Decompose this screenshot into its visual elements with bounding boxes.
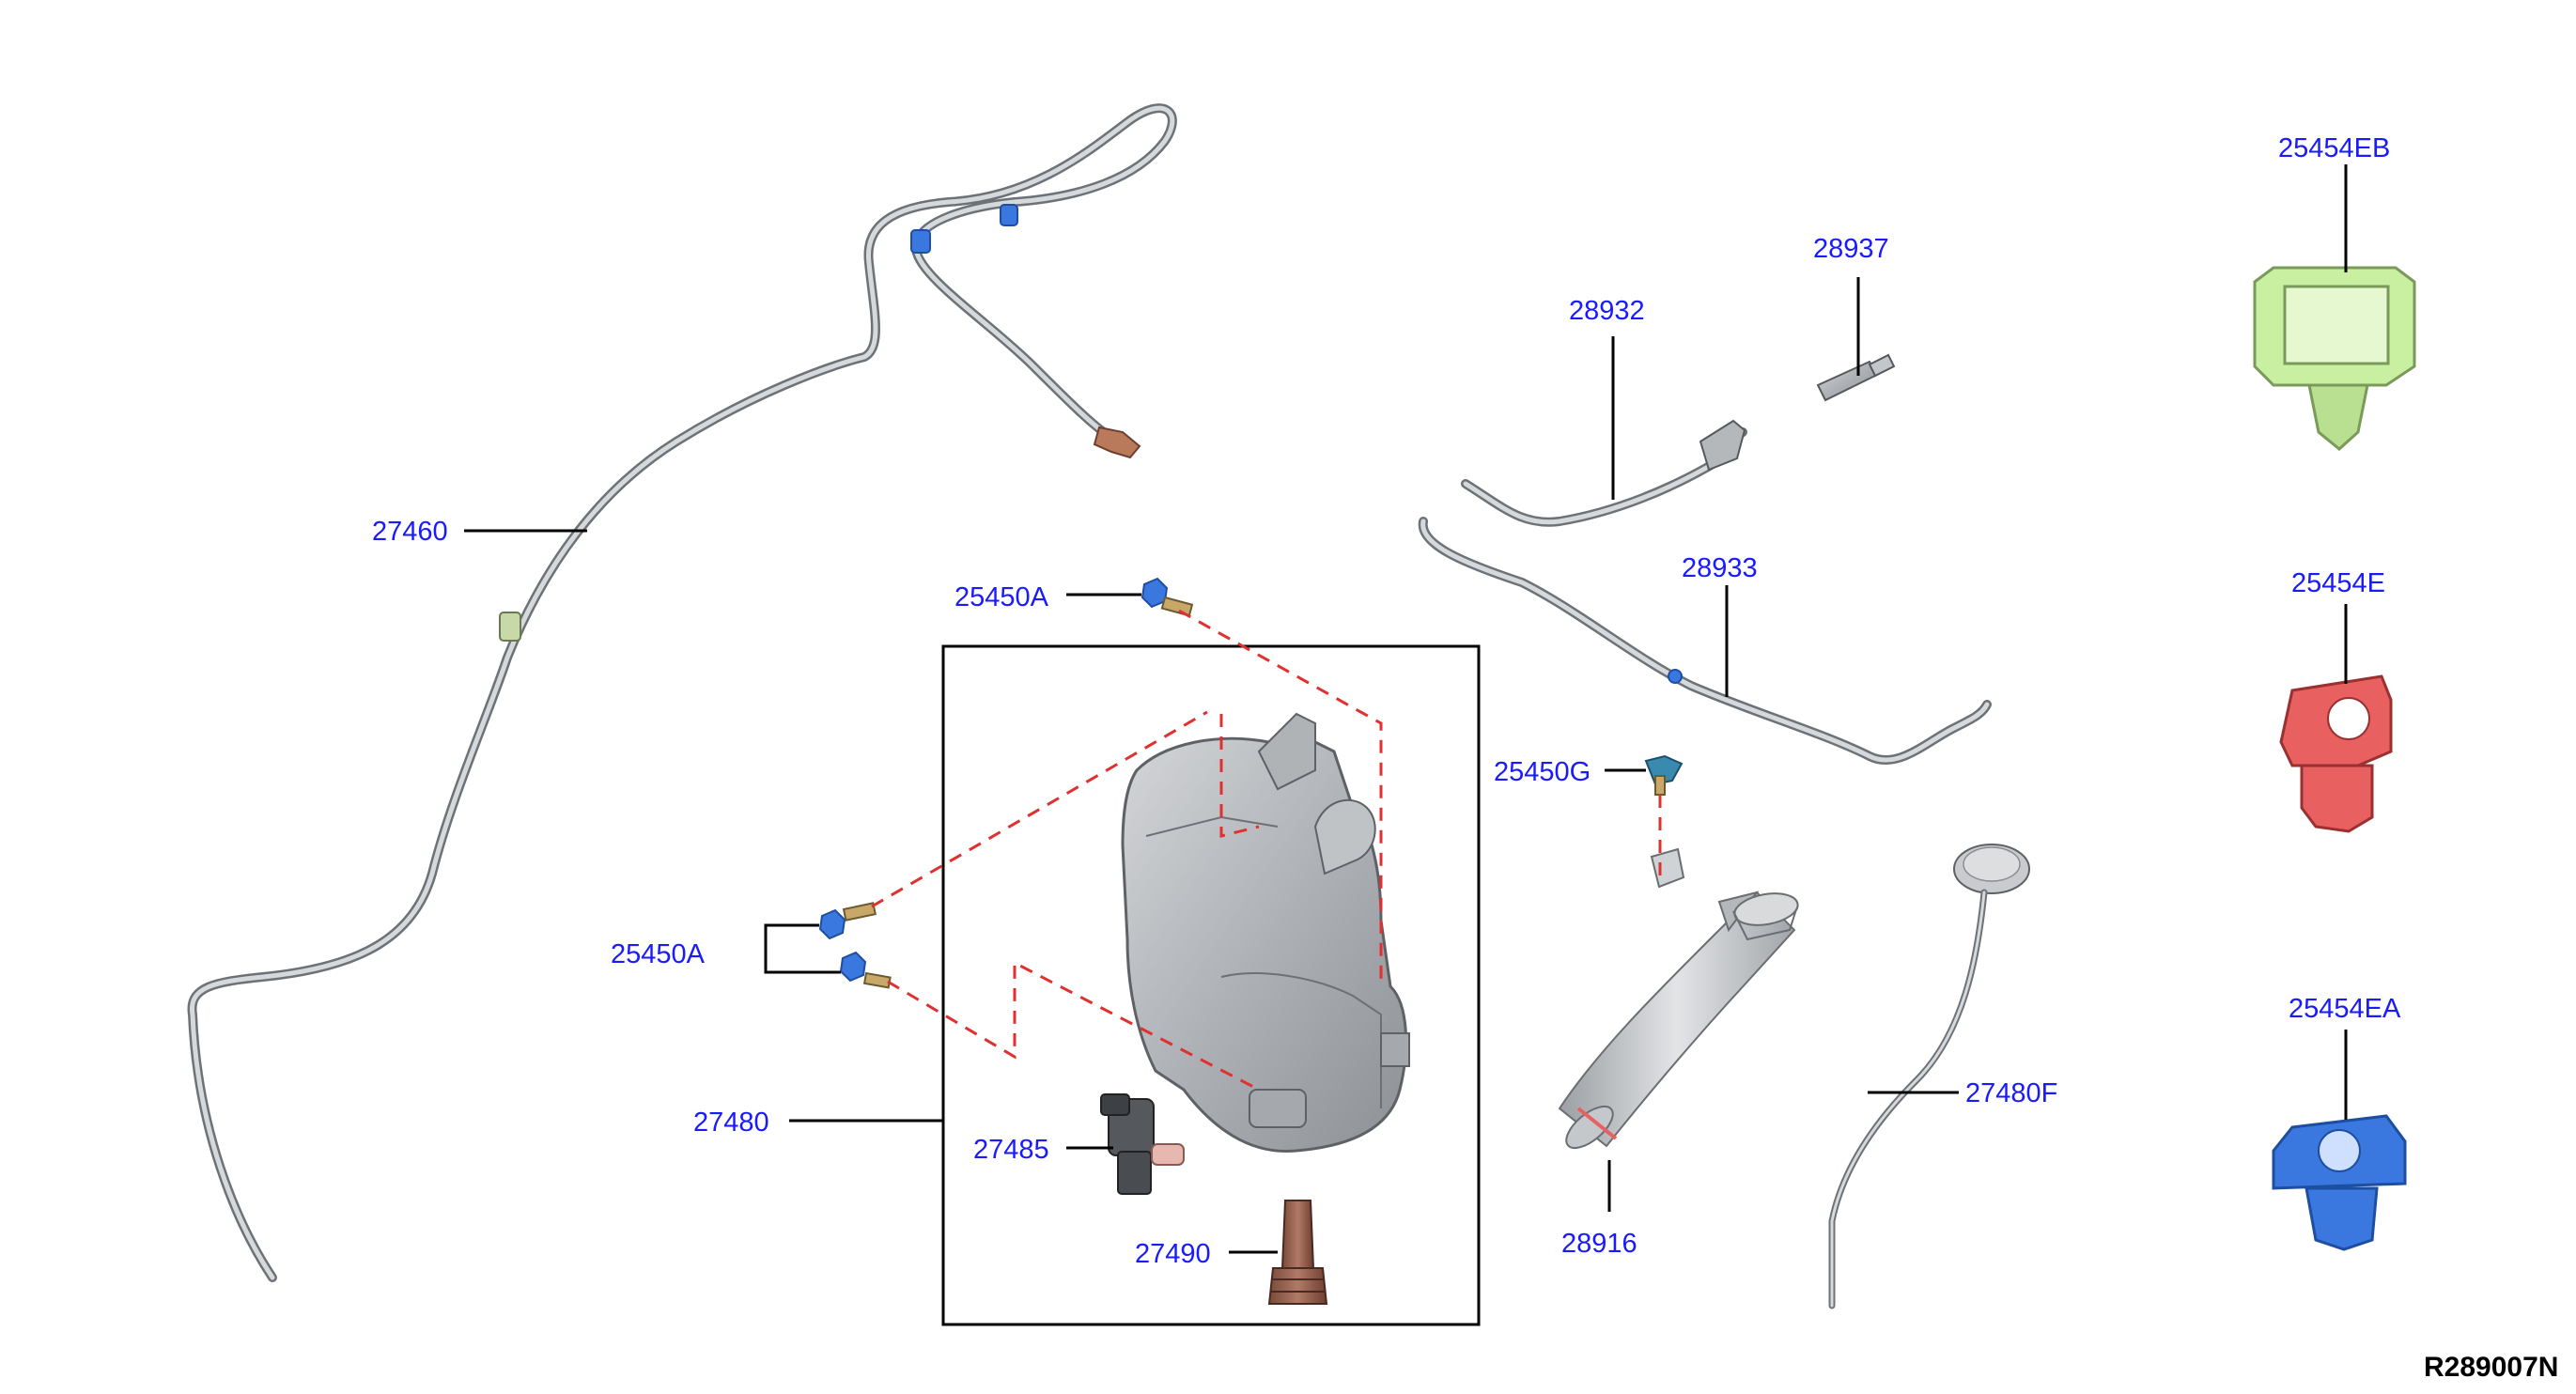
tank-filler-port (1313, 798, 1376, 875)
bolt-25450A-top (1141, 577, 1194, 617)
callout-27460: 27460 (372, 517, 448, 547)
hose-clip-blue-1 (910, 229, 931, 254)
bolt-25450G (1644, 754, 1684, 796)
leader-lines (464, 164, 2348, 1254)
callout-27480F: 27480F (1965, 1078, 2057, 1108)
callout-28916: 28916 (1561, 1229, 1637, 1259)
callout-27490: 27490 (1135, 1239, 1211, 1269)
callout-25454EB: 25454EB (2278, 133, 2390, 163)
callout-28932: 28932 (1569, 296, 1645, 326)
bolt-25450A-left-1 (818, 902, 877, 940)
callout-28933: 28933 (1682, 553, 1758, 583)
callout-25450A-left: 25450A (611, 939, 706, 969)
callout-25454E: 25454E (2291, 568, 2385, 598)
clip-25454EA (2272, 1114, 2407, 1251)
washer-hose-27460 (187, 103, 1177, 1282)
hose-clip-blue-2 (1000, 204, 1018, 226)
washer-hose-28933 (1418, 517, 1992, 766)
pump-seal-27490 (1267, 1200, 1328, 1305)
tank-assembly-box (941, 644, 1481, 1326)
callout-25450G: 25450G (1494, 757, 1591, 787)
callout-25450A-top: 25450A (954, 582, 1049, 612)
washer-pump-27485 (1100, 1093, 1185, 1195)
filler-neck-28916 (1558, 847, 1799, 1150)
washer-hose-28932 (1461, 419, 1747, 527)
callout-27485: 27485 (973, 1135, 1049, 1165)
clip-25454E (2279, 674, 2393, 833)
diagram-reference-code: R289007N (2424, 1352, 2558, 1383)
callout-25454EA: 25454EA (2289, 994, 2401, 1024)
callout-28937: 28937 (1813, 234, 1889, 264)
installation-dashed-lines (871, 609, 1662, 1092)
hose-connector-brown (1093, 426, 1141, 459)
callout-27480: 27480 (693, 1107, 769, 1138)
filler-cap-27480F (1828, 844, 2030, 1309)
clip-25454EB (2253, 266, 2416, 451)
hose-clip-green (499, 612, 521, 642)
washer-tank-27480 (1121, 712, 1410, 1154)
bolt-25450A-left-2 (839, 951, 892, 989)
callout-labels: 27460 25450A 25450A 27480 27485 27490 28… (372, 133, 2558, 1383)
joint-connector-28937 (1816, 353, 1896, 402)
